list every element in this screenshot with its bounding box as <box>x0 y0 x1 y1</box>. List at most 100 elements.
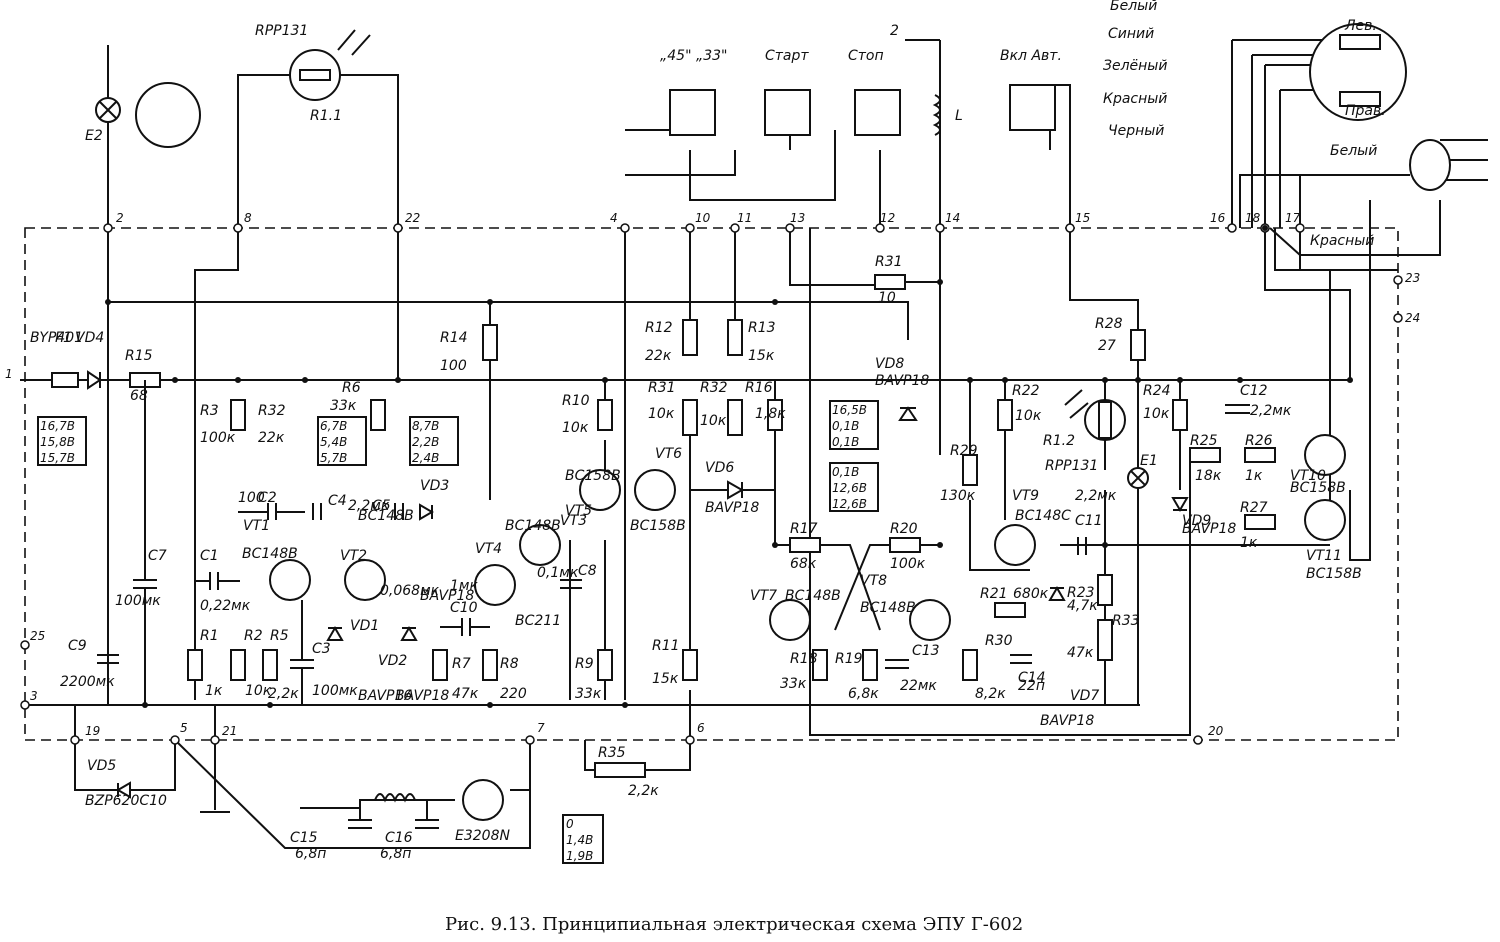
component-value: 10к <box>245 683 272 699</box>
top-label: Стоп <box>848 48 884 64</box>
component-ref: F1 <box>55 330 72 346</box>
component-value: 10к <box>700 413 727 429</box>
component-value: 22к <box>258 430 285 446</box>
component-value: 27 <box>1098 338 1116 354</box>
component-ref: VT1 <box>243 518 270 534</box>
component-value: 22к <box>645 348 672 364</box>
component-ref: R17 <box>790 521 818 537</box>
component-value: 0,068мк <box>380 583 440 599</box>
resistors <box>129 274 1276 778</box>
voltage-reading: 1,4В <box>566 833 593 847</box>
component-value: BC148B <box>785 588 841 604</box>
voltage-reading: 2,4В <box>412 451 439 465</box>
node-number: 5 <box>180 721 188 735</box>
component-ref: VT11 <box>1306 548 1342 564</box>
component-value: 1к <box>205 683 223 699</box>
component-value: 2,2мк <box>1075 488 1117 504</box>
component-value: 10к <box>648 406 675 422</box>
component-ref: VD2 <box>378 653 407 669</box>
component-value: BC158B <box>630 518 686 534</box>
component-ref: R3 <box>200 403 219 419</box>
component-value: 22п <box>1018 678 1045 694</box>
node-number: 21 <box>222 724 237 738</box>
component-value: 220 <box>500 686 527 702</box>
component-value: BAVP16 <box>358 688 412 704</box>
top-label: RPP131 <box>255 23 308 39</box>
voltage-reading: 0 <box>566 817 574 831</box>
voltage-reading: 15,8В <box>40 435 75 449</box>
component-ref: R26 <box>1245 433 1273 449</box>
component-value: 1к <box>1240 535 1258 551</box>
component-value: 100к <box>890 556 926 572</box>
top-label: R1.1 <box>310 108 342 124</box>
diodes <box>87 370 1189 799</box>
component-value: 100к <box>200 430 236 446</box>
top-label: E2 <box>85 128 103 144</box>
component-ref: R31 <box>875 254 903 270</box>
node-number: 11 <box>737 211 752 225</box>
component-ref: C10 <box>450 600 478 616</box>
node-number: 22 <box>405 211 420 225</box>
component-ref: C9 <box>68 638 87 654</box>
voltage-reading: 2,2В <box>412 435 439 449</box>
voltage-reading: 5,7В <box>320 451 347 465</box>
node-number: 1 <box>5 367 13 381</box>
component-ref: C7 <box>148 548 167 564</box>
component-value: BAVP18 <box>1040 713 1094 729</box>
node-number: 20 <box>1208 724 1224 738</box>
component-ref: VD3 <box>420 478 449 494</box>
component-value: 4,7к <box>1067 598 1098 614</box>
component-value: 10к <box>1015 408 1042 424</box>
node-number: 2 <box>116 211 124 225</box>
component-ref: E1 <box>1140 453 1158 469</box>
node-number: 10 <box>695 211 711 225</box>
component-ref: VT10 <box>1290 468 1326 484</box>
node-number: 6 <box>697 721 705 735</box>
node-number: 3 <box>30 689 38 703</box>
component-value: 10к <box>1143 406 1170 422</box>
wire-color-label: Черный <box>1108 123 1164 139</box>
component-value: 2,2к <box>628 783 659 799</box>
component-ref: R28 <box>1095 316 1123 332</box>
node-number: 16 <box>1210 211 1226 225</box>
component-value: 680к <box>1013 586 1049 602</box>
capacitors <box>97 380 1250 829</box>
component-ref: R1.2 <box>1043 433 1075 449</box>
component-ref: R5 <box>270 628 289 644</box>
component-value: 130к <box>940 488 976 504</box>
component-value: 6,8к <box>848 686 879 702</box>
component-ref: C12 <box>1240 383 1268 399</box>
component-ref: C11 <box>1075 513 1103 529</box>
component-value: BC148B <box>505 518 561 534</box>
misc-parts <box>51 23 1451 821</box>
component-ref: R20 <box>890 521 918 537</box>
component-ref: R29 <box>950 443 978 459</box>
top-label: Старт <box>765 48 809 64</box>
voltage-reading: 16,7В <box>40 419 75 433</box>
component-value: BC211 <box>515 613 561 629</box>
transistors <box>269 434 1346 641</box>
component-value: BAVP18 <box>395 688 449 704</box>
component-ref: R2 <box>244 628 263 644</box>
component-value: BAVP18 <box>1182 521 1236 537</box>
component-ref: R13 <box>748 320 776 336</box>
component-value: 33к <box>330 398 357 414</box>
component-value: 1мк <box>450 578 478 594</box>
component-value: 68к <box>790 556 817 572</box>
component-ref: C16 <box>385 830 413 846</box>
component-value: 2,2к <box>268 686 299 702</box>
component-value: 100мк <box>115 593 161 609</box>
component-value: 100 <box>238 490 265 506</box>
wire-color-label: Белый <box>1330 143 1377 159</box>
node-number: 24 <box>1405 311 1420 325</box>
node-number: 25 <box>30 629 45 643</box>
component-value: 2,2мк <box>1250 403 1292 419</box>
component-value: 100 <box>440 358 467 374</box>
component-value: BC148B <box>358 508 414 524</box>
top-label: 2 <box>890 23 899 39</box>
component-value: BC148B <box>242 546 298 562</box>
wire-color-label: Зелёный <box>1103 58 1167 74</box>
component-ref: R7 <box>452 656 471 672</box>
component-ref: R14 <box>440 330 468 346</box>
